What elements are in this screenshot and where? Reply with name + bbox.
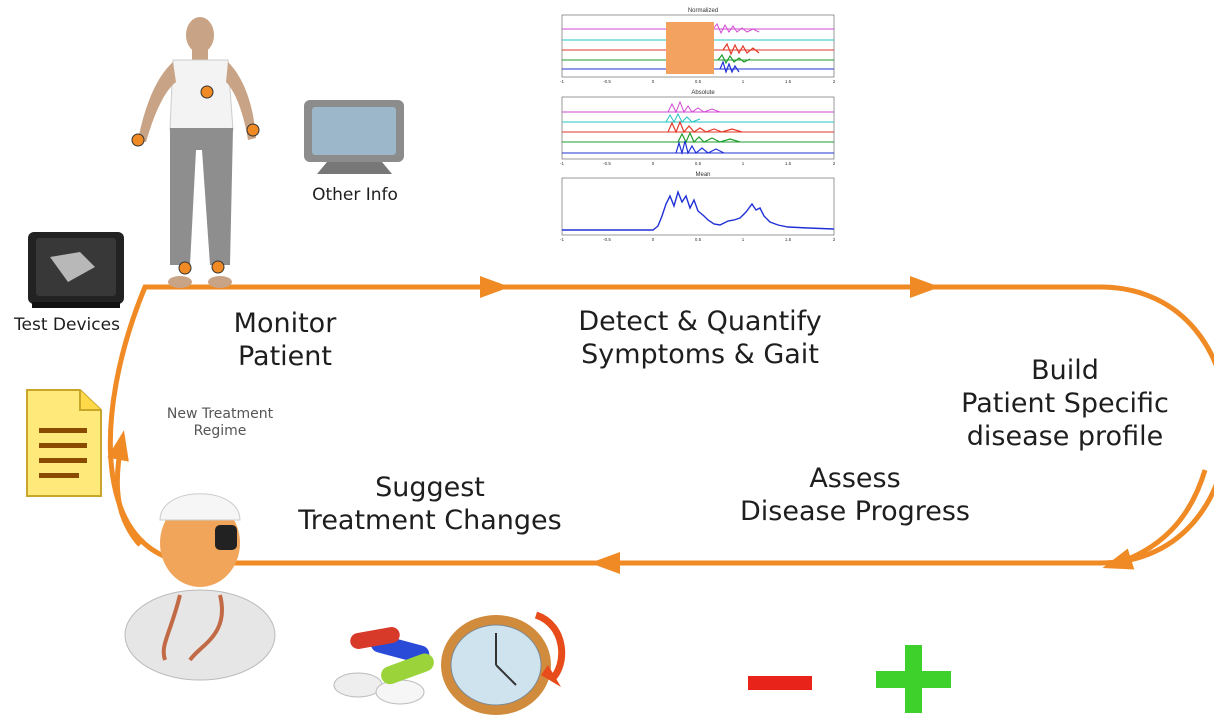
tick-label: 1.5 — [785, 79, 792, 84]
tick-label: 0 — [652, 237, 655, 242]
arrow-right — [1102, 469, 1208, 570]
panel-ticks: -1 -0.5 0 0.5 1 1.5 2 — [560, 79, 836, 84]
signal-plot-svg: Normalized -1 -0.5 0 0.5 1 1.5 2 Absolut… — [560, 8, 836, 242]
minus-symbol — [748, 676, 812, 690]
tick-label: -0.5 — [603, 237, 611, 242]
tablet-device-icon — [304, 100, 404, 174]
tick-label: 1 — [742, 161, 745, 166]
test-devices-case-icon — [28, 232, 124, 308]
assess-progress-label: Assess Disease Progress — [739, 463, 970, 527]
tick-label: 0 — [652, 161, 655, 166]
new-treatment-label: New Treatment Regime — [166, 406, 274, 440]
clock-icon — [441, 611, 566, 715]
tick-label: 0.5 — [695, 161, 702, 166]
doctor-face — [160, 499, 240, 587]
tick-label: 2 — [833, 79, 836, 84]
patient-right-arm — [226, 62, 256, 140]
patient-figure — [131, 17, 260, 288]
sensor-marker — [131, 133, 145, 147]
panel-ticks: -1 -0.5 0 0.5 1 1.5 2 — [560, 161, 836, 166]
tick-label: -1 — [560, 79, 564, 84]
plot-panel — [561, 177, 835, 236]
plot-panel — [561, 96, 835, 160]
arrow-left — [107, 430, 142, 547]
patient-head — [186, 17, 214, 53]
refresh-arrow — [534, 611, 566, 683]
patient-trousers — [170, 128, 233, 265]
panel-title-normalized: Normalized — [688, 8, 718, 14]
pills-icon — [333, 627, 434, 705]
tick-label: 1 — [742, 79, 745, 84]
mean-signal-line — [562, 189, 835, 231]
monitor-patient-label: Monitor Patient — [233, 308, 337, 372]
tick-label: 2 — [833, 237, 836, 242]
panel-ticks: -1 -0.5 0 0.5 1 1.5 2 — [560, 237, 836, 242]
tick-label: -0.5 — [603, 79, 611, 84]
document-icon — [26, 389, 102, 497]
plus-symbol-vertical — [905, 645, 922, 713]
other-info-label: Other Info — [312, 185, 398, 205]
tick-label: -1 — [560, 161, 564, 166]
sensor-marker — [211, 260, 225, 274]
doctor-body — [124, 589, 276, 681]
patient-left-arm — [138, 62, 176, 142]
tick-label: 0.5 — [695, 237, 702, 242]
doctor-head-mirror — [215, 525, 237, 550]
tick-label: 1.5 — [785, 161, 792, 166]
stethoscope-icon — [161, 594, 224, 662]
tick-label: -1 — [560, 237, 564, 242]
highlight-window — [666, 22, 714, 74]
tick-label: 1 — [742, 237, 745, 242]
doctor-icon — [124, 493, 276, 681]
tick-label: -0.5 — [603, 161, 611, 166]
tick-label: 0 — [652, 79, 655, 84]
panel-title-mean: Mean — [695, 172, 710, 178]
tick-label: 2 — [833, 161, 836, 166]
panel-title-absolute: Absolute — [691, 90, 715, 96]
doctor-cap — [159, 493, 241, 521]
tick-label: 0.5 — [695, 79, 702, 84]
detect-quantify-label: Detect & Quantify Symptoms & Gait — [578, 306, 822, 370]
test-devices-label: Test Devices — [14, 315, 120, 335]
tick-label: 1.5 — [785, 237, 792, 242]
suggest-changes-label: Suggest Treatment Changes — [298, 472, 562, 536]
sensor-marker — [178, 261, 192, 275]
sensor-marker — [246, 123, 260, 137]
build-profile-label: Build Patient Specific disease profile — [961, 355, 1169, 452]
sensor-marker — [200, 85, 214, 99]
